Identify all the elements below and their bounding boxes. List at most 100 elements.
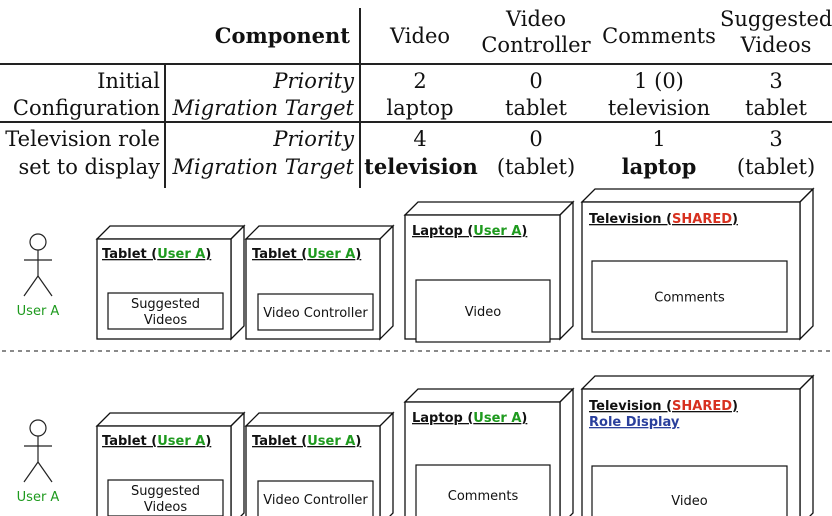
device-owner: User A [157, 247, 205, 262]
header-comments: Comments [602, 24, 716, 48]
device-node-tablet-title: Tablet (User A) [102, 434, 211, 449]
device-node-tablet-title: Tablet (User A) [252, 434, 361, 449]
device-node-television-side-face [799, 374, 814, 516]
component-label: Comments [654, 291, 725, 306]
component-box [591, 465, 788, 516]
device-name: Laptop ( [412, 224, 473, 239]
component-box [257, 293, 374, 331]
device-owner: User A [307, 247, 355, 262]
row2-target-comments: laptop [621, 154, 697, 179]
row1-target-comments: television [607, 96, 711, 120]
device-node-tablet-top-face [95, 412, 246, 427]
row-rule [0, 121, 832, 123]
component-box [415, 279, 551, 343]
device-node-tablet: Tablet (User A) Video Controller [244, 411, 395, 516]
user-actor-right-leg [37, 461, 53, 483]
row2-target-label: Migration Target [172, 155, 354, 179]
label-divider [359, 8, 361, 188]
device-node-laptop-top-face [403, 388, 575, 403]
device-node-television-title: Television (SHARED) [589, 399, 738, 414]
device-node-laptop-title: Laptop (User A) [412, 411, 527, 426]
device-owner: SHARED [672, 212, 732, 227]
device-name: Tablet ( [252, 247, 307, 262]
actor-label: User A [17, 490, 60, 505]
device-owner-close: ) [355, 434, 361, 449]
actor-label: User A [17, 304, 60, 319]
component-label: Comments [448, 489, 519, 504]
device-name: Tablet ( [102, 247, 157, 262]
device-owner-close: ) [521, 224, 527, 239]
row2-priority-suggested: 3 [769, 127, 783, 151]
device-owner-close: ) [521, 411, 527, 426]
component-box [415, 464, 551, 516]
component-label: Video [465, 305, 501, 320]
component-label: Video Controller [263, 493, 368, 508]
device-node-tablet: Tablet (User A) Video Controller [244, 224, 395, 341]
device-node-tablet-top-face [244, 412, 395, 427]
device-node-tablet-side-face [230, 411, 245, 516]
device-name: Tablet ( [252, 434, 307, 449]
row2-priority-video: 4 [413, 127, 427, 151]
device-node-laptop-title: Laptop (User A) [412, 224, 527, 239]
device-owner-close: ) [355, 247, 361, 262]
user-actor-right-leg [37, 275, 53, 297]
device-owner: User A [473, 224, 521, 239]
device-owner-close: ) [205, 247, 211, 262]
user-actor-head [29, 233, 47, 251]
device-node-laptop: Laptop (User A) Video [403, 200, 575, 343]
row2-priority-controller: 0 [529, 127, 543, 151]
component-label: Video Controller [263, 306, 368, 321]
row1-target-label: Migration Target [172, 96, 354, 120]
device-node-television-title: Television (SHARED) [589, 212, 738, 227]
device-node-television-top-face [580, 188, 815, 203]
device-owner-close: ) [205, 434, 211, 449]
row1-priority-controller: 0 [529, 69, 543, 93]
row1-group-line1: Initial [97, 69, 160, 93]
component-box [107, 292, 224, 330]
header-component: Component [214, 23, 350, 48]
device-node-television-side-face [799, 187, 814, 341]
device-node-television: Television (SHARED) Comments [580, 187, 815, 341]
row1-group-line2: Configuration [12, 96, 160, 120]
row1-priority-video: 2 [413, 69, 427, 93]
configuration-table: Component Video Video Controller Comment… [0, 0, 832, 190]
row2-priority-label: Priority [273, 127, 354, 151]
device-owner: SHARED [672, 399, 732, 414]
row1-target-video: laptop [386, 96, 454, 120]
component-label: Video [671, 494, 707, 509]
device-node-laptop-side-face [559, 200, 574, 341]
row1-priority-suggested: 3 [769, 69, 783, 93]
device-owner-close: ) [732, 212, 738, 227]
device-node-tablet-side-face [379, 411, 394, 516]
component-box [257, 480, 374, 516]
device-name: Television ( [589, 212, 672, 227]
row2-group-line2: set to display [18, 155, 160, 179]
device-owner: User A [157, 434, 205, 449]
device-node-tablet-side-face [379, 224, 394, 341]
component-label: Videos [144, 500, 187, 515]
component-box [107, 479, 224, 516]
header-video: Video [389, 24, 451, 48]
row1-target-controller: tablet [505, 96, 567, 120]
row1-priority-label: Priority [273, 69, 354, 93]
device-node-tablet-top-face [244, 225, 395, 240]
component-label: Suggested [131, 484, 200, 499]
row2-target-controller: (tablet) [496, 155, 576, 179]
header-rule [0, 63, 832, 65]
device-node-television-role: Role Display [589, 415, 680, 430]
device-name: Tablet ( [102, 434, 157, 449]
row2-group-line1: Television role [5, 127, 160, 151]
component-label: Videos [144, 313, 187, 328]
group-divider [164, 64, 166, 188]
device-node-tablet-side-face [230, 224, 245, 341]
device-node-television-top-face [580, 375, 815, 390]
user-actor-left-leg [23, 275, 39, 297]
component-box [591, 260, 788, 333]
user-actor-head [29, 419, 47, 437]
